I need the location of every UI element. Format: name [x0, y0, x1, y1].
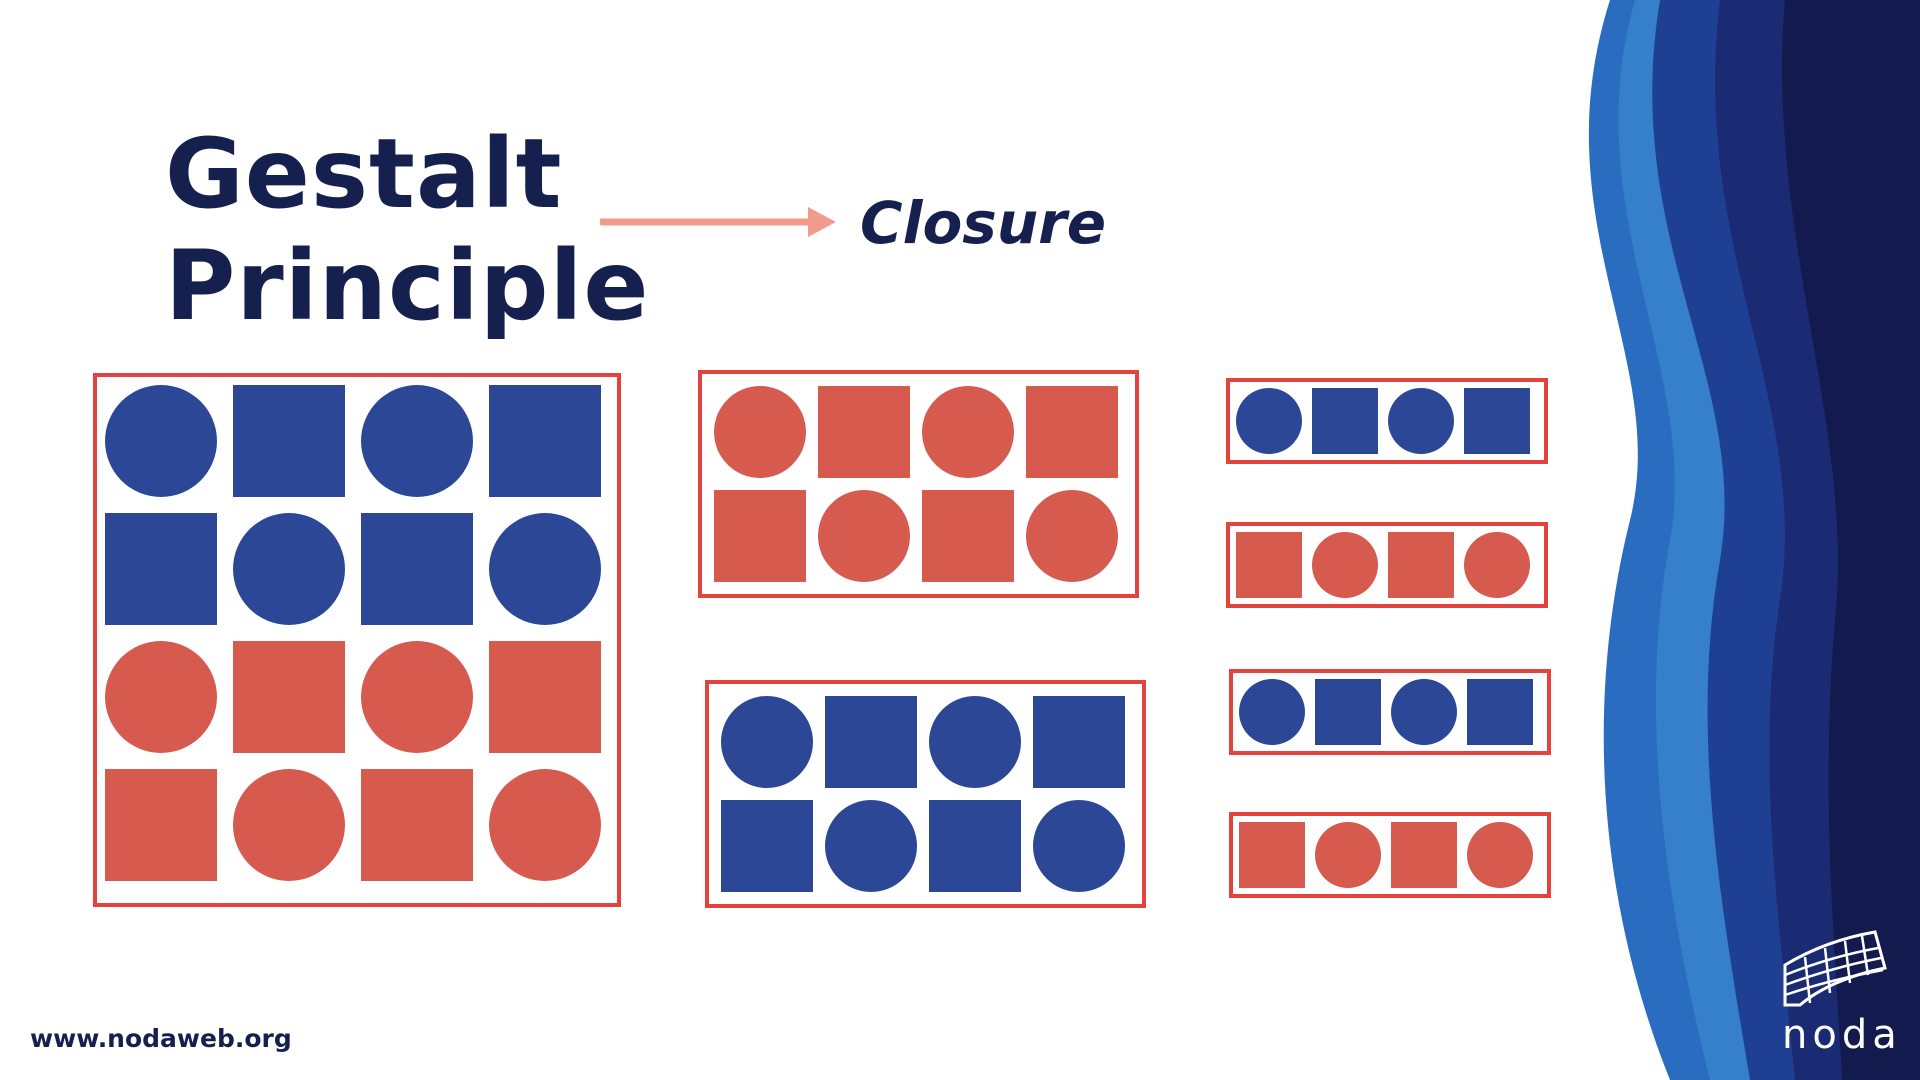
blue-circle — [929, 696, 1021, 788]
blue-square — [1467, 679, 1533, 745]
blue-circle — [1033, 800, 1125, 892]
red-square — [489, 641, 601, 753]
blue-circle — [721, 696, 813, 788]
blue-circle — [489, 513, 601, 625]
red-square — [1388, 532, 1454, 598]
red-square — [1239, 822, 1305, 888]
red-circle — [714, 386, 806, 478]
blue-square — [1312, 388, 1378, 454]
red-circle — [105, 641, 217, 753]
blue-circle — [105, 385, 217, 497]
shape-group-medium-top — [698, 370, 1139, 598]
shape-group-medium-bottom — [705, 680, 1146, 908]
blue-square — [825, 696, 917, 788]
arrow-right-icon — [600, 207, 836, 237]
blue-circle — [1388, 388, 1454, 454]
red-circle — [1312, 532, 1378, 598]
slide-title: Gestalt Principle — [165, 118, 650, 342]
website-url: www.nodaweb.org — [30, 1024, 292, 1053]
blue-square — [105, 513, 217, 625]
blue-circle — [233, 513, 345, 625]
shape-group-small-1 — [1226, 378, 1548, 464]
red-circle — [818, 490, 910, 582]
shape-group-small-4 — [1229, 812, 1551, 898]
red-circle — [233, 769, 345, 881]
blue-circle — [1391, 679, 1457, 745]
red-circle — [489, 769, 601, 881]
red-square — [1026, 386, 1118, 478]
blue-square — [1464, 388, 1530, 454]
red-square — [1391, 822, 1457, 888]
blue-square — [489, 385, 601, 497]
red-circle — [1464, 532, 1530, 598]
decorative-wave-background — [1588, 0, 1920, 1080]
noda-logo-text: noda — [1782, 1012, 1902, 1058]
title-line-1: Gestalt — [165, 118, 563, 230]
red-square — [818, 386, 910, 478]
noda-logo-icon — [1783, 930, 1887, 1007]
red-square — [105, 769, 217, 881]
shape-group-small-3 — [1229, 669, 1551, 755]
blue-circle — [1236, 388, 1302, 454]
red-circle — [1467, 822, 1533, 888]
shape-group-small-2 — [1226, 522, 1548, 608]
shape-group-large — [93, 373, 621, 907]
red-square — [233, 641, 345, 753]
red-square — [1236, 532, 1302, 598]
principle-name: Closure — [860, 189, 1107, 257]
blue-circle — [825, 800, 917, 892]
blue-square — [1315, 679, 1381, 745]
red-circle — [361, 641, 473, 753]
blue-square — [721, 800, 813, 892]
blue-circle — [1239, 679, 1305, 745]
red-circle — [922, 386, 1014, 478]
blue-square — [1033, 696, 1125, 788]
red-square — [361, 769, 473, 881]
red-circle — [1026, 490, 1118, 582]
blue-square — [929, 800, 1021, 892]
red-square — [922, 490, 1014, 582]
blue-square — [361, 513, 473, 625]
title-line-2: Principle — [165, 230, 650, 342]
red-circle — [1315, 822, 1381, 888]
blue-square — [233, 385, 345, 497]
red-square — [714, 490, 806, 582]
blue-circle — [361, 385, 473, 497]
